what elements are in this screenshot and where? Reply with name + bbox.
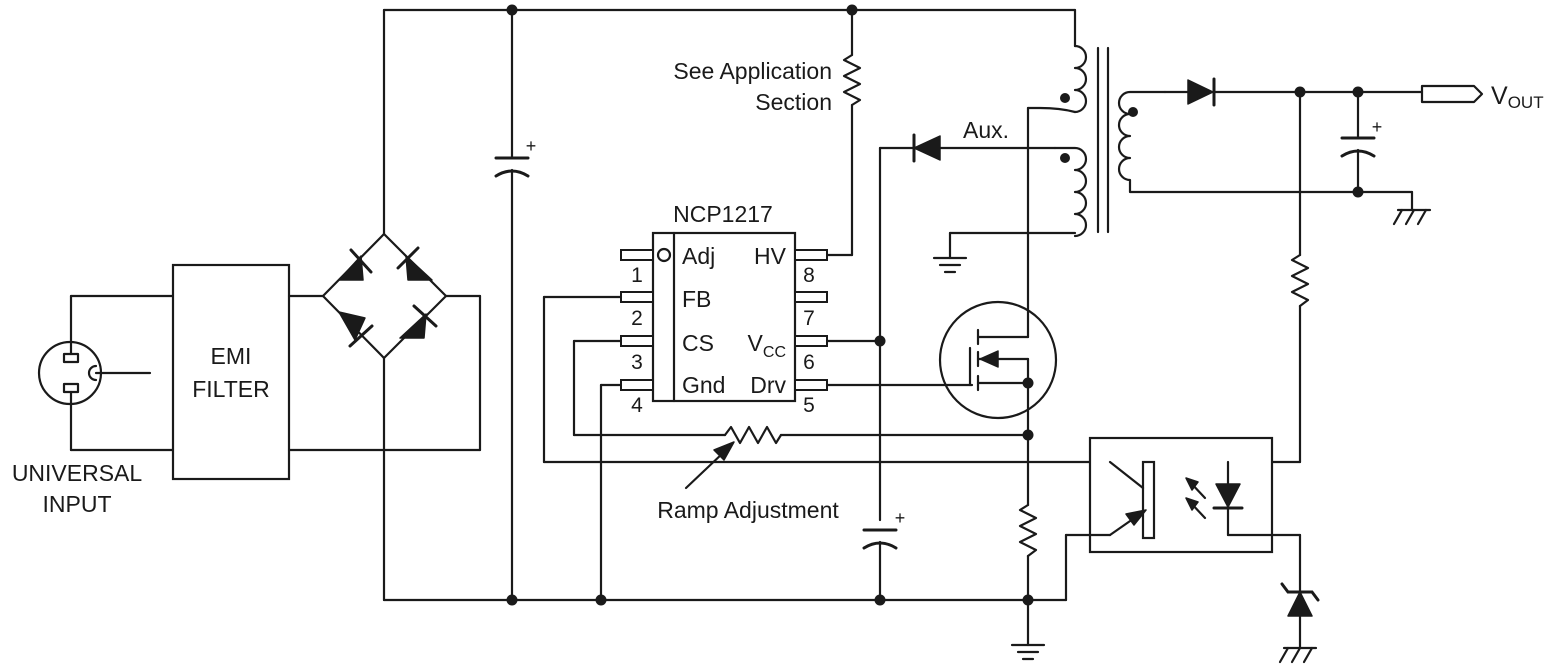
vout-label-main: V bbox=[1491, 82, 1508, 110]
controller-ic bbox=[651, 231, 797, 403]
secondary-ground-symbol bbox=[1392, 208, 1432, 226]
vout-label: VOUT bbox=[1491, 82, 1544, 112]
bulk-capacitor-polarity: + bbox=[526, 136, 537, 156]
emi-filter-label: EMI bbox=[211, 343, 252, 369]
ic-pin8-number: 8 bbox=[803, 264, 815, 287]
shunt-regulator bbox=[1280, 533, 1320, 650]
ic-pin7-number: 7 bbox=[803, 307, 815, 330]
output-diode bbox=[1163, 77, 1424, 107]
see-application-label-line2: Section bbox=[755, 89, 832, 115]
cs-wire-with-ramp-resistor bbox=[572, 339, 1030, 445]
ic-pin6-number: 6 bbox=[803, 351, 815, 374]
ramp-adjustment-arrow bbox=[684, 441, 735, 490]
emi-filter-block bbox=[171, 263, 291, 481]
ic-pin2-name: FB bbox=[682, 286, 711, 312]
ic-pin6-name-sub: CC bbox=[763, 344, 786, 361]
shunt-ground-symbol bbox=[1278, 646, 1318, 664]
vcc-capacitor bbox=[862, 528, 898, 602]
junction-dots bbox=[506, 4, 1364, 606]
ic-pin6-name: VCC bbox=[748, 330, 786, 361]
transformer bbox=[948, 8, 1302, 260]
ic-pin6-name-main: V bbox=[748, 330, 764, 356]
ic-pin3-number: 3 bbox=[631, 351, 643, 374]
output-capacitor-polarity: + bbox=[1372, 117, 1383, 137]
vout-label-sub: OUT bbox=[1508, 93, 1544, 112]
bridge-rectifier bbox=[321, 232, 448, 360]
gnd-wire bbox=[599, 383, 623, 602]
power-mosfet bbox=[938, 106, 1058, 507]
universal-input-label-line2: INPUT bbox=[43, 491, 112, 517]
optocoupler bbox=[1064, 436, 1302, 602]
bulk-capacitor bbox=[494, 8, 530, 602]
current-sense-resistor bbox=[1018, 503, 1038, 647]
vcc-capacitor-polarity: + bbox=[895, 508, 906, 528]
see-application-label: See Application bbox=[673, 58, 832, 84]
vout-connector bbox=[1420, 84, 1484, 104]
startup-resistor bbox=[824, 8, 862, 257]
ic-pin5-number: 5 bbox=[803, 394, 815, 417]
primary-ground-symbol bbox=[1010, 643, 1046, 661]
hv-rails bbox=[382, 8, 1077, 602]
ramp-adjustment-label: Ramp Adjustment bbox=[657, 497, 839, 523]
ac-inlet-plug bbox=[37, 294, 175, 452]
ic-pin4-name: Gnd bbox=[682, 372, 725, 398]
ic-name-label: NCP1217 bbox=[673, 201, 773, 227]
ic-pin2-number: 2 bbox=[631, 307, 643, 330]
fb-wire bbox=[542, 295, 1112, 464]
feedback-resistor bbox=[1226, 90, 1310, 464]
ic-pin3-name: CS bbox=[682, 330, 714, 356]
aux-rectifier-diode bbox=[878, 133, 1057, 522]
ic-pin1-name: Adj bbox=[682, 243, 715, 269]
aux-ground-symbol bbox=[932, 256, 968, 274]
ic-pin4-number: 4 bbox=[631, 394, 643, 417]
ic-pin8-name: HV bbox=[754, 243, 787, 269]
aux-winding-label: Aux. bbox=[963, 117, 1009, 143]
emi-filter-label-line2: FILTER bbox=[192, 376, 270, 402]
ic-pin1-number: 1 bbox=[631, 264, 643, 287]
ic-pin5-name: Drv bbox=[750, 372, 786, 398]
universal-input-label: UNIVERSAL bbox=[12, 460, 143, 486]
